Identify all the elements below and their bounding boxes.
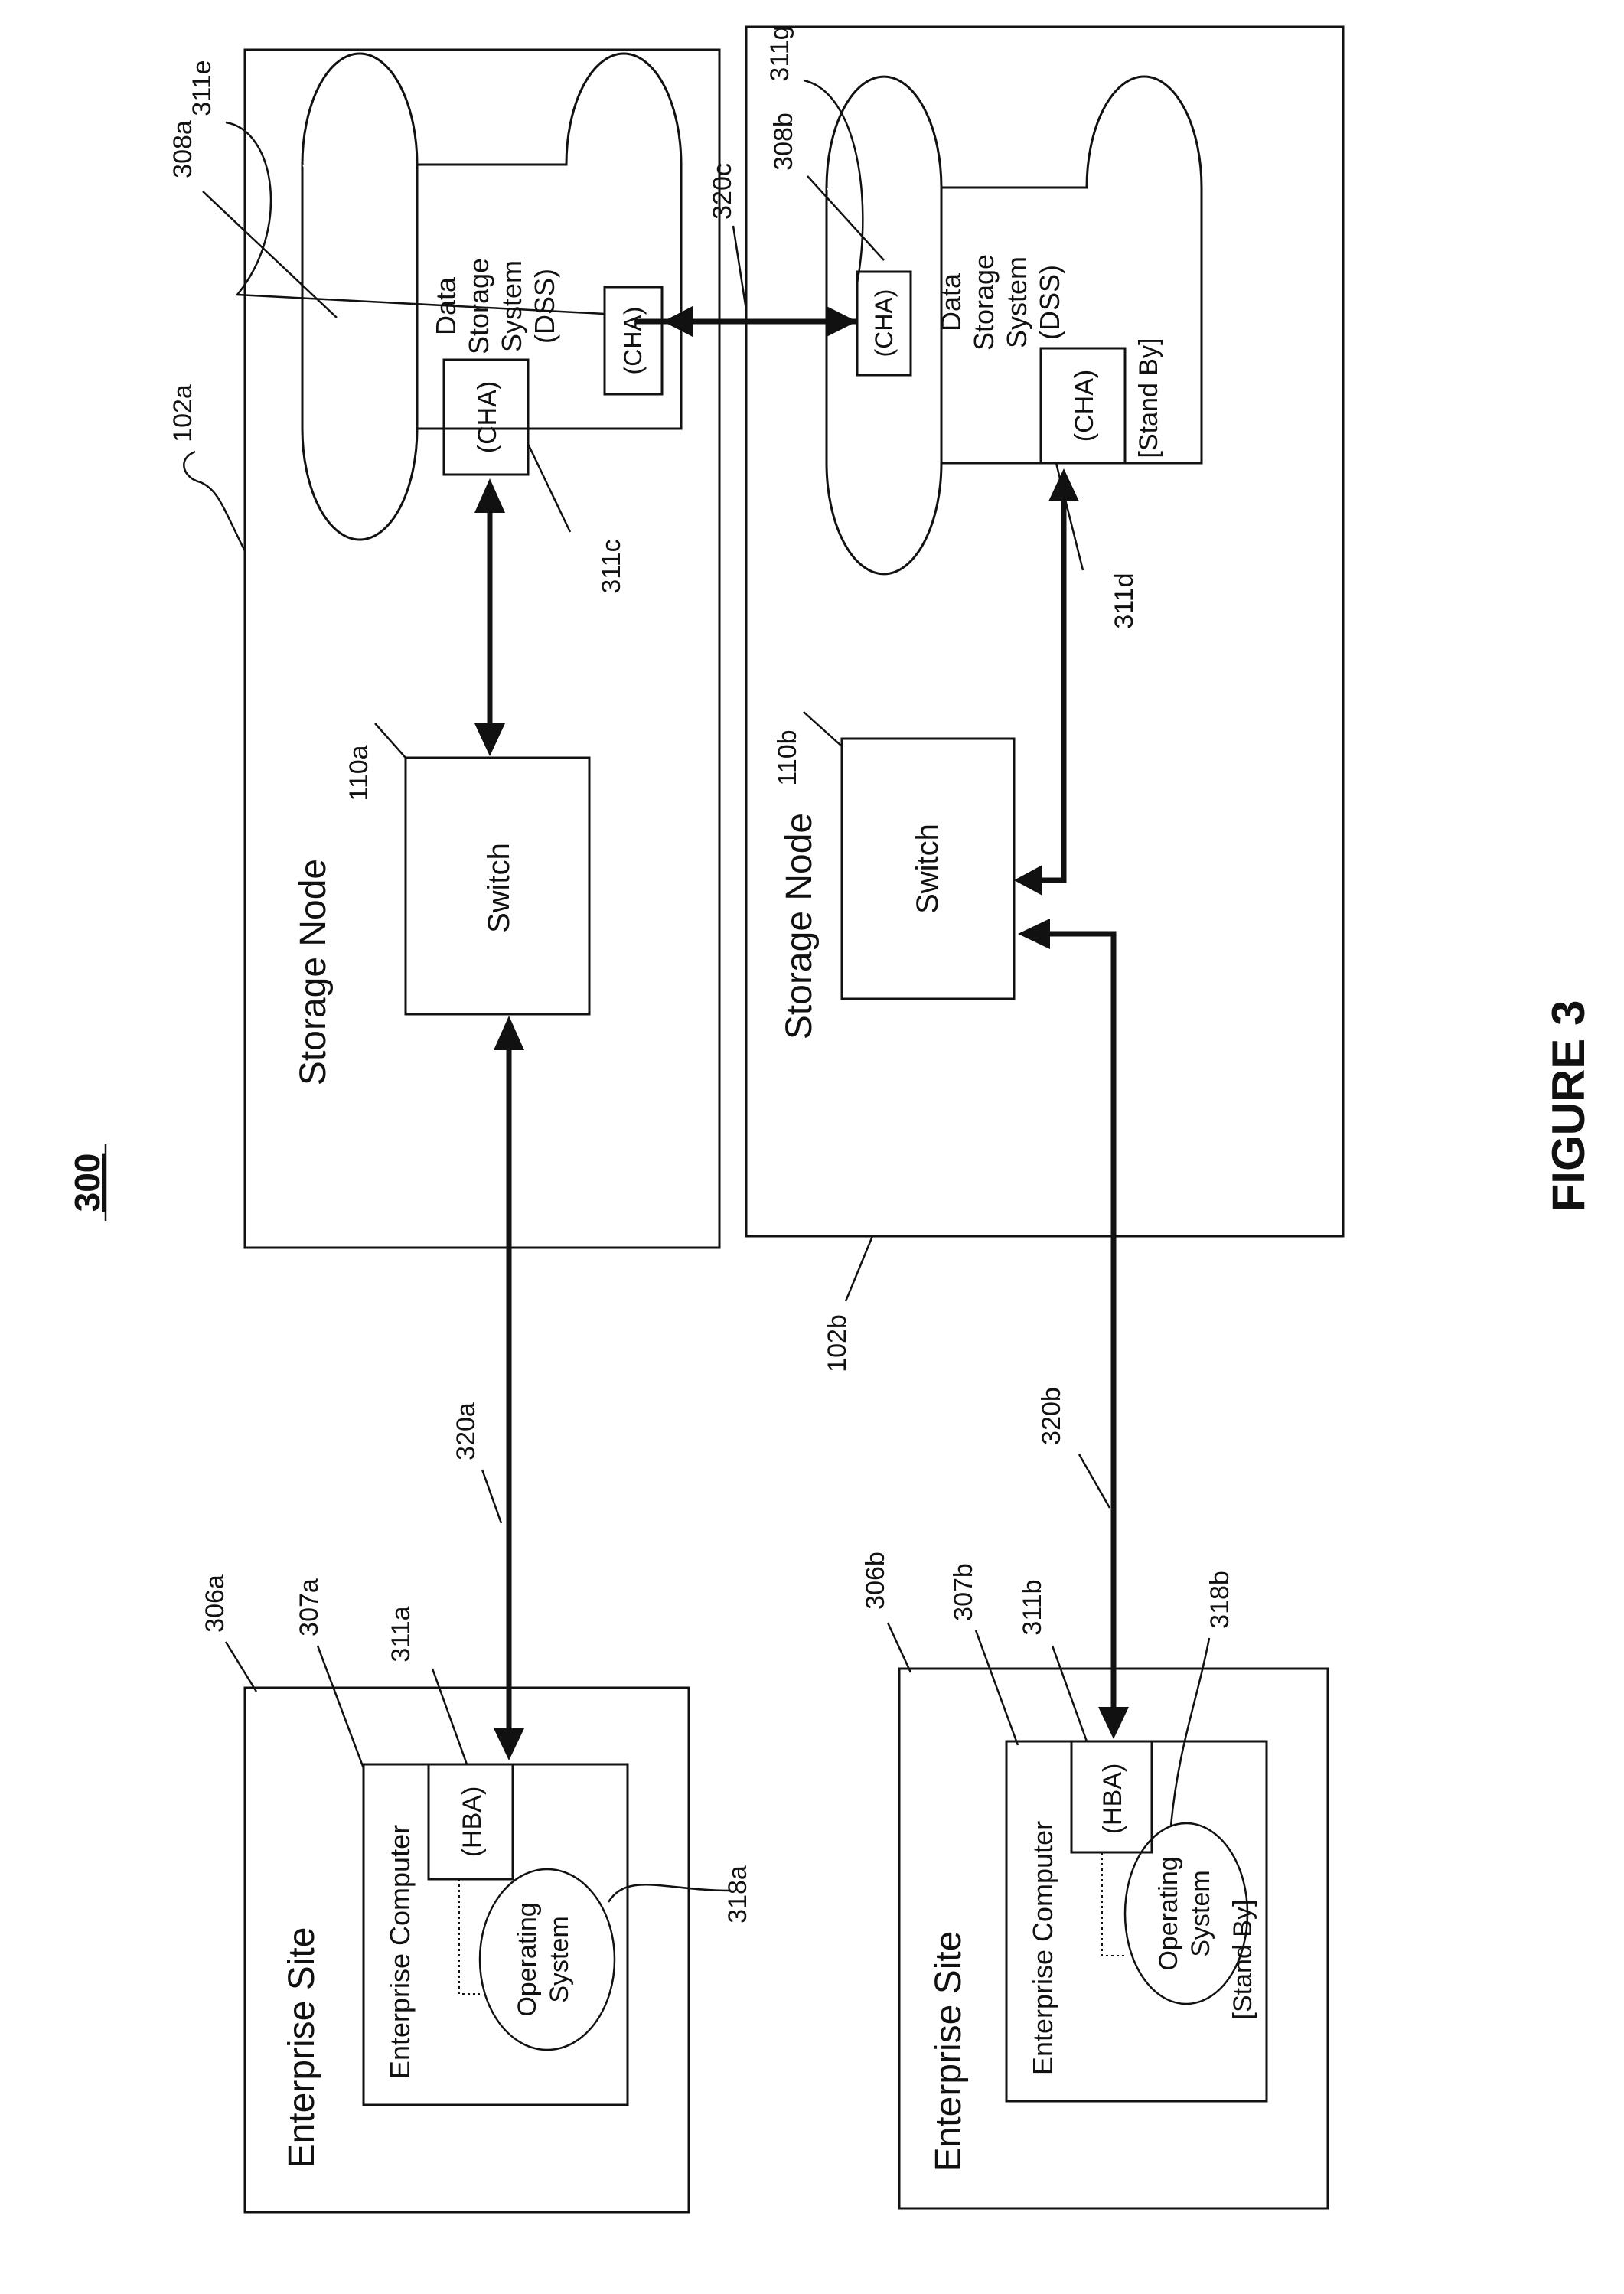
figure-caption: FIGURE 3 <box>1543 1000 1594 1212</box>
cha-311d-label: (CHA) <box>1070 370 1099 442</box>
dss-a-line4: (DSS) <box>529 269 560 344</box>
leader-311a <box>432 1669 467 1764</box>
dss-a-line3: System <box>496 260 527 352</box>
leader-311c <box>528 444 570 532</box>
ref-318a: 318a <box>723 1865 752 1924</box>
storage-node-a-title: Storage Node <box>293 859 334 1085</box>
arrowhead-320b-down <box>1098 1707 1129 1739</box>
enterprise-site-a-title: Enterprise Site <box>282 1927 322 2168</box>
dotted-hba-os-b <box>1102 1852 1125 1956</box>
arrowhead-320a-bottom <box>494 1728 524 1760</box>
ref-311d: 311d <box>1110 573 1139 628</box>
leader-306b <box>888 1623 911 1672</box>
cha-311g-label: (CHA) <box>870 289 898 357</box>
arrowhead-left-b-top <box>1014 865 1042 896</box>
dss-b-line2: Storage <box>968 254 1000 351</box>
switch-b-label: Switch <box>911 824 944 914</box>
leader-307a <box>318 1646 364 1768</box>
ref-306a: 306a <box>201 1574 230 1633</box>
ref-102b: 102b <box>823 1314 852 1372</box>
cha-311e-label: (CHA) <box>619 307 647 375</box>
ref-307a: 307a <box>295 1578 324 1636</box>
ref-318b: 318b <box>1205 1571 1234 1629</box>
os-b-standby: [Stand By] <box>1228 1900 1257 2020</box>
ref-307b: 307b <box>949 1563 978 1621</box>
ref-308a: 308a <box>168 120 197 178</box>
ref-320b: 320b <box>1037 1387 1066 1445</box>
leader-320a <box>482 1470 501 1523</box>
arrow-switch-b-cha <box>1022 498 1064 880</box>
ref-311b: 311b <box>1018 1579 1047 1635</box>
ref-311e: 311e <box>188 60 217 116</box>
leader-102b <box>846 1236 872 1301</box>
ref-306b: 306b <box>861 1552 890 1610</box>
ref-320c: 320c <box>708 163 737 220</box>
cha-311c-label: (CHA) <box>473 381 502 453</box>
hba-b-label: (HBA) <box>1098 1764 1127 1835</box>
enterprise-site-b-title: Enterprise Site <box>928 1931 969 2172</box>
switch-a-label: Switch <box>482 843 516 933</box>
enterprise-computer-b-title: Enterprise Computer <box>1027 1821 1058 2075</box>
arrowhead-320a-top <box>494 1016 524 1050</box>
arrowhead-320b-left <box>1018 919 1050 949</box>
ref-311c: 311c <box>597 539 626 593</box>
dss-b-standby: [Stand By] <box>1134 338 1163 458</box>
dss-b-line3: System <box>1001 256 1032 348</box>
arrowhead-down-a <box>474 723 505 756</box>
leader-110a <box>375 723 406 758</box>
arrowhead-up-a <box>474 478 505 513</box>
leader-110b <box>804 712 842 746</box>
dss-b-line4: (DSS) <box>1034 265 1065 340</box>
storage-node-b-title: Storage Node <box>779 813 820 1039</box>
leader-311b <box>1052 1646 1087 1741</box>
os-b-line2: System <box>1186 1870 1215 1956</box>
figure-number: 300 <box>67 1154 107 1212</box>
leader-320b <box>1079 1454 1110 1508</box>
ref-320a: 320a <box>452 1402 481 1460</box>
arrow-320b <box>1048 934 1114 1718</box>
ref-110a: 110a <box>344 745 373 801</box>
leader-318b <box>1171 1638 1209 1826</box>
ref-102a: 102a <box>168 384 197 442</box>
ref-110b: 110b <box>773 729 802 785</box>
os-a-line2: System <box>545 1916 574 2002</box>
dss-b-line1: Data <box>935 272 967 331</box>
ref-311g: 311g <box>765 25 794 81</box>
leader-102a <box>184 452 245 551</box>
leader-306a <box>226 1642 256 1692</box>
arrowhead-up-b <box>1048 468 1079 501</box>
hba-a-label: (HBA) <box>458 1787 487 1858</box>
enterprise-computer-a-title: Enterprise Computer <box>384 1825 416 2079</box>
dotted-hba-os-a <box>459 1879 480 1994</box>
os-b-line1: Operating <box>1154 1856 1183 1970</box>
ref-311a: 311a <box>386 1606 416 1662</box>
leader-307b <box>976 1630 1018 1745</box>
ref-308b: 308b <box>769 113 798 171</box>
os-a-line1: Operating <box>513 1902 542 2016</box>
leader-320c <box>733 226 746 310</box>
